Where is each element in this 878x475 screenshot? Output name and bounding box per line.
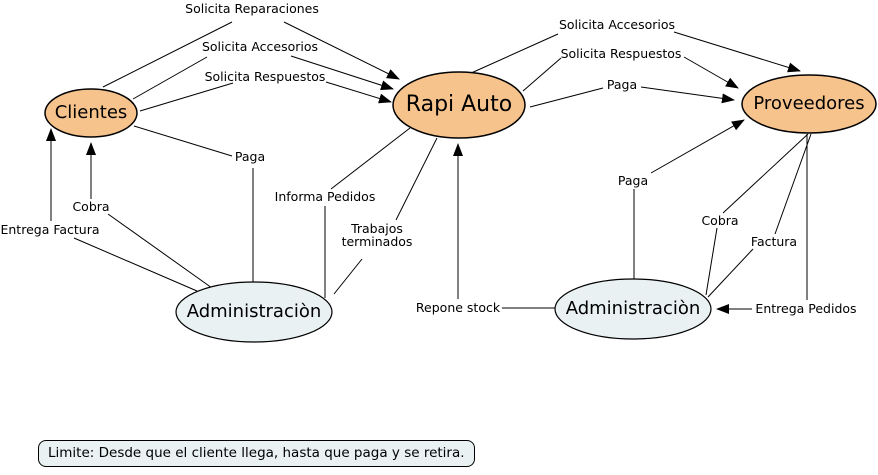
edge-label-informa-pedidos: Informa Pedidos <box>274 189 376 204</box>
edge-solicita-reparaciones <box>102 21 400 88</box>
edge-cobra-right <box>705 133 809 296</box>
edge-label-solicita-respuestos-right: Solicita Respuestos <box>560 46 682 61</box>
node-clientes <box>44 88 138 138</box>
node-administracion-left <box>175 281 333 343</box>
edge-label-factura: Factura <box>750 234 798 249</box>
edge-label-solicita-reparaciones: Solicita Reparaciones <box>185 1 319 16</box>
edge-label-paga-left: Paga <box>234 149 266 164</box>
edge-label-repone-stock: Repone stock <box>415 300 501 315</box>
edge-informa-pedidos <box>324 127 411 298</box>
node-rapi-auto <box>392 71 526 139</box>
node-administracion-left-label: Administraciòn <box>186 301 322 322</box>
edge-solicita-respuestos-left <box>139 81 392 112</box>
node-administracion-right <box>554 278 712 340</box>
edge-paga-left <box>133 125 254 282</box>
edge-label-entrega-pedidos: Entrega Pedidos <box>755 301 857 316</box>
edge-entrega-pedidos <box>716 134 808 314</box>
scope-note: Limite: Desde que el cliente llega, hast… <box>38 440 475 467</box>
node-clientes-label: Clientes <box>54 102 128 123</box>
edge-label-entrega-factura: Entrega Factura <box>0 222 100 237</box>
edge-repone-stock <box>453 143 555 309</box>
edge-solicita-accesorios-left <box>132 55 394 100</box>
node-proveedores-label: Proveedores <box>753 93 865 114</box>
edge-label-cobra-right: Cobra <box>701 213 739 228</box>
edge-label-trabajos-terminados: Trabajos terminados <box>341 221 413 249</box>
node-proveedores <box>741 74 877 134</box>
edge-paga-right-bottom <box>633 119 745 279</box>
edge-factura <box>707 133 812 298</box>
edge-label-paga-right-top: Paga <box>606 77 638 92</box>
edge-cobra-left <box>86 142 213 289</box>
node-administracion-right-label: Administraciòn <box>565 298 701 319</box>
edge-trabajos-terminados <box>333 137 438 295</box>
edge-label-paga-right-bottom: Paga <box>617 173 649 188</box>
edge-label-solicita-respuestos-left: Solicita Respuestos <box>204 69 326 84</box>
edge-label-cobra-left: Cobra <box>72 199 110 214</box>
edge-label-solicita-accesorios-left: Solicita Accesorios <box>201 39 319 54</box>
edge-solicita-accesorios-right <box>468 31 801 75</box>
edge-label-solicita-accesorios-right: Solicita Accesorios <box>558 17 676 32</box>
node-rapi-auto-label: Rapi Auto <box>405 92 513 117</box>
edge-entrega-factura <box>46 128 198 292</box>
edge-solicita-respuestos-right <box>522 56 739 92</box>
edge-paga-right-top <box>529 86 735 108</box>
